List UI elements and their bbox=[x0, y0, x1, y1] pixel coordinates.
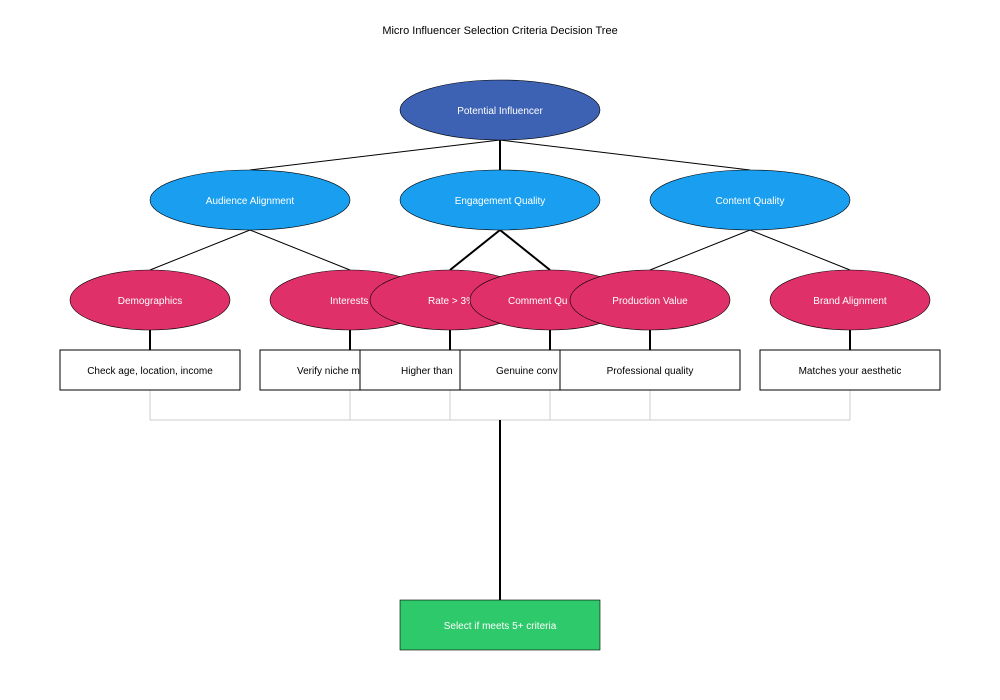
detail-label-3: Higher than bbox=[401, 366, 453, 377]
category-label-engagement: Engagement Quality bbox=[455, 196, 546, 207]
edge-engagement-rate bbox=[449, 229, 501, 271]
root-label: Potential Influencer bbox=[457, 106, 543, 117]
detail-rect-1 bbox=[59, 349, 241, 391]
category-label-audience: Audience Alignment bbox=[206, 196, 295, 207]
criterion-node-1: Demographics bbox=[69, 269, 231, 331]
root-ellipse bbox=[399, 79, 601, 141]
criterion-label-3: Rate > 3% bbox=[428, 296, 475, 307]
detail-label-6: Matches your aesthetic bbox=[799, 366, 902, 377]
category-ellipse-content bbox=[649, 169, 851, 231]
edge-engagement-comment bbox=[499, 229, 551, 271]
root-node: Potential Influencer bbox=[399, 79, 601, 141]
detail-rect-6 bbox=[759, 349, 941, 391]
category-label-content: Content Quality bbox=[716, 196, 785, 207]
criterion-ellipse-6 bbox=[769, 269, 931, 331]
edge-content-production bbox=[649, 229, 751, 271]
criterion-ellipse-1 bbox=[69, 269, 231, 331]
criterion-node-6: Brand Alignment bbox=[769, 269, 931, 331]
decision-rect bbox=[399, 599, 601, 651]
edge-content-brand bbox=[749, 229, 851, 271]
criterion-label-6: Brand Alignment bbox=[813, 296, 887, 307]
edge-root-content bbox=[499, 139, 751, 171]
decision-label: Select if meets 5+ criteria bbox=[444, 621, 557, 632]
criterion-label-1: Demographics bbox=[118, 296, 182, 307]
criterion-label-4: Comment Qu bbox=[508, 296, 567, 307]
category-nodes: Audience Alignment Engagement Quality Co… bbox=[149, 169, 851, 231]
detail-label-5: Professional quality bbox=[607, 366, 694, 377]
detail-rect-5 bbox=[559, 349, 741, 391]
edge-audience-interests bbox=[249, 229, 351, 271]
criterion-nodes: Demographics Interests Rate > 3% Comment… bbox=[69, 269, 931, 331]
criterion-ellipse-5 bbox=[569, 269, 731, 331]
edge-audience-demographics bbox=[149, 229, 251, 271]
category-edges bbox=[149, 229, 851, 271]
detail-box-6: Matches your aesthetic bbox=[759, 349, 941, 391]
edge-root-audience bbox=[249, 139, 501, 171]
criterion-label-2: Interests bbox=[330, 296, 368, 307]
category-ellipse-audience bbox=[149, 169, 351, 231]
detail-box-1: Check age, location, income bbox=[59, 349, 241, 391]
detail-label-2: Verify niche m bbox=[297, 366, 360, 377]
detail-label-1: Check age, location, income bbox=[87, 366, 213, 377]
root-edges bbox=[249, 139, 751, 171]
detail-box-5: Professional quality bbox=[559, 349, 741, 391]
criterion-node-5: Production Value bbox=[569, 269, 731, 331]
category-ellipse-engagement bbox=[399, 169, 601, 231]
diagram-title: Micro Influencer Selection Criteria Deci… bbox=[382, 25, 617, 37]
detail-boxes: Check age, location, income Verify niche… bbox=[59, 349, 941, 391]
decision-node: Select if meets 5+ criteria bbox=[399, 599, 601, 651]
merge-connectors bbox=[149, 390, 851, 421]
detail-label-4: Genuine conv bbox=[496, 366, 558, 377]
criterion-label-5: Production Value bbox=[612, 296, 688, 307]
detail-edges bbox=[149, 330, 851, 350]
